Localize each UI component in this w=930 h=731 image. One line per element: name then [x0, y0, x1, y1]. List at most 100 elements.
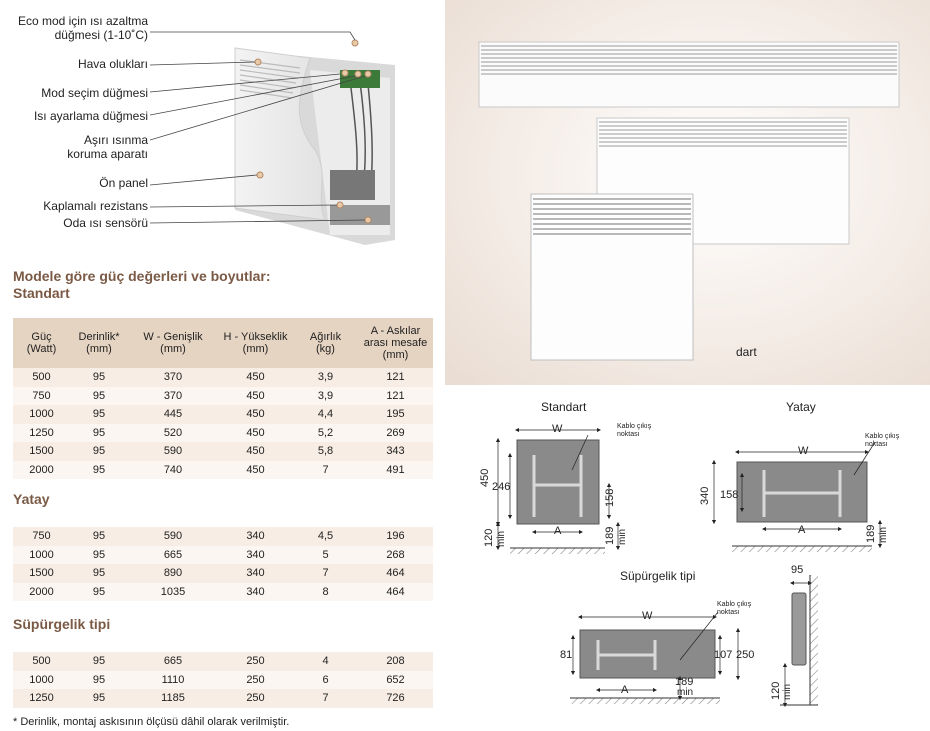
table-cell: 7 — [293, 564, 358, 583]
dim-supurgelik-w: W — [642, 610, 653, 622]
table-cell: 95 — [70, 670, 128, 689]
table-cell: 4,4 — [293, 405, 358, 424]
table-cell: 95 — [70, 386, 128, 405]
table-cell: 95 — [70, 442, 128, 461]
table-cell: 343 — [358, 442, 433, 461]
dim-supurgelik-95: 95 — [791, 564, 803, 576]
table-cell: 2000 — [13, 460, 70, 479]
callout-air-vents: Hava olukları — [77, 57, 148, 71]
table-cell: 8 — [293, 582, 358, 601]
table-cell: 95 — [70, 582, 128, 601]
dim-supurgelik-120: 120 — [770, 682, 782, 700]
diagram-standart-title: Standart — [541, 400, 587, 414]
table-cell: 5,8 — [293, 442, 358, 461]
dim-yatay-189: 189 — [865, 525, 877, 543]
heater-models-image — [478, 41, 900, 361]
cutaway-heater-illustration — [150, 31, 395, 245]
table-cell: 4 — [293, 652, 358, 671]
diagram-supurgelik — [570, 575, 818, 708]
table-cell: 121 — [358, 386, 433, 405]
table-cell: 450 — [218, 405, 293, 424]
table-cell: 464 — [358, 564, 433, 583]
dim-standart-189-min: min — [617, 529, 628, 545]
dim-supurgelik-107: 107 — [714, 649, 732, 661]
table-cell: 95 — [70, 689, 128, 708]
dim-standart-120: 120 — [483, 529, 495, 547]
table-cell: 750 — [13, 386, 70, 405]
table-cell: 95 — [70, 545, 128, 564]
col-weight: Ağırlık(kg) — [293, 318, 358, 368]
dim-supurgelik-250: 250 — [736, 649, 754, 661]
mounting-diagrams: W 450 246 158 189 min 120 min A W 340 15… — [479, 423, 889, 708]
table-cell: 665 — [128, 652, 218, 671]
table-cell: 464 — [358, 582, 433, 601]
table-cell: 750 — [13, 527, 70, 546]
table-cell: 1000 — [13, 670, 70, 689]
table-cell: 1185 — [128, 689, 218, 708]
diagram-yatay — [711, 441, 883, 552]
table-cell: 250 — [218, 652, 293, 671]
table-cell: 1500 — [13, 564, 70, 583]
dim-standart-158: 158 — [604, 489, 616, 507]
dim-standart-450: 450 — [479, 469, 491, 487]
photo-label: dart — [736, 345, 757, 359]
table-cell: 269 — [358, 423, 433, 442]
table-cell: 1500 — [13, 442, 70, 461]
table-cell: 500 — [13, 652, 70, 671]
table-cell: 590 — [128, 527, 218, 546]
table-cell: 590 — [128, 442, 218, 461]
table-cell: 340 — [218, 545, 293, 564]
diagram-standart — [495, 427, 621, 554]
table-cell: 5,2 — [293, 423, 358, 442]
table-cell: 3,9 — [293, 386, 358, 405]
table-cell: 652 — [358, 670, 433, 689]
table-cell: 1250 — [13, 689, 70, 708]
table-cell: 1035 — [128, 582, 218, 601]
table-cell: 6 — [293, 670, 358, 689]
table-heading: Modele göre güç değerleri ve boyutlar: S… — [13, 268, 271, 301]
table-cell: 5 — [293, 545, 358, 564]
standart-table: Güç(Watt) Derinlik*(mm) W - Genişlik(mm)… — [13, 318, 433, 479]
table-cell: 1000 — [13, 545, 70, 564]
table-cell: 250 — [218, 689, 293, 708]
table-cell: 4,5 — [293, 527, 358, 546]
col-depth: Derinlik*(mm) — [70, 318, 128, 368]
dim-yatay-340: 340 — [699, 487, 711, 505]
table-cell: 196 — [358, 527, 433, 546]
supurgelik-heading: Süpürgelik tipi — [13, 616, 111, 632]
dim-standart-189: 189 — [604, 527, 616, 545]
table-cell: 95 — [70, 423, 128, 442]
table-cell: 95 — [70, 527, 128, 546]
callout-room-sensor: Oda ısı sensörü — [63, 216, 148, 230]
callout-resistance: Kaplamalı rezistans — [43, 199, 148, 213]
diagram-yatay-title: Yatay — [786, 400, 816, 414]
dim-standart-120-min: min — [496, 531, 507, 547]
table-cell: 450 — [218, 423, 293, 442]
table-cell: 2000 — [13, 582, 70, 601]
table-cell: 450 — [218, 442, 293, 461]
dim-supurgelik-120-min: min — [782, 684, 793, 700]
col-width: W - Genişlik(mm) — [128, 318, 218, 368]
dim-yatay-158: 158 — [720, 489, 738, 501]
table-cell: 450 — [218, 460, 293, 479]
table-cell: 445 — [128, 405, 218, 424]
dim-standart-w: W — [552, 423, 563, 435]
table-cell: 95 — [70, 405, 128, 424]
table-cell: 726 — [358, 689, 433, 708]
dim-supurgelik-189: 189 — [675, 676, 693, 688]
